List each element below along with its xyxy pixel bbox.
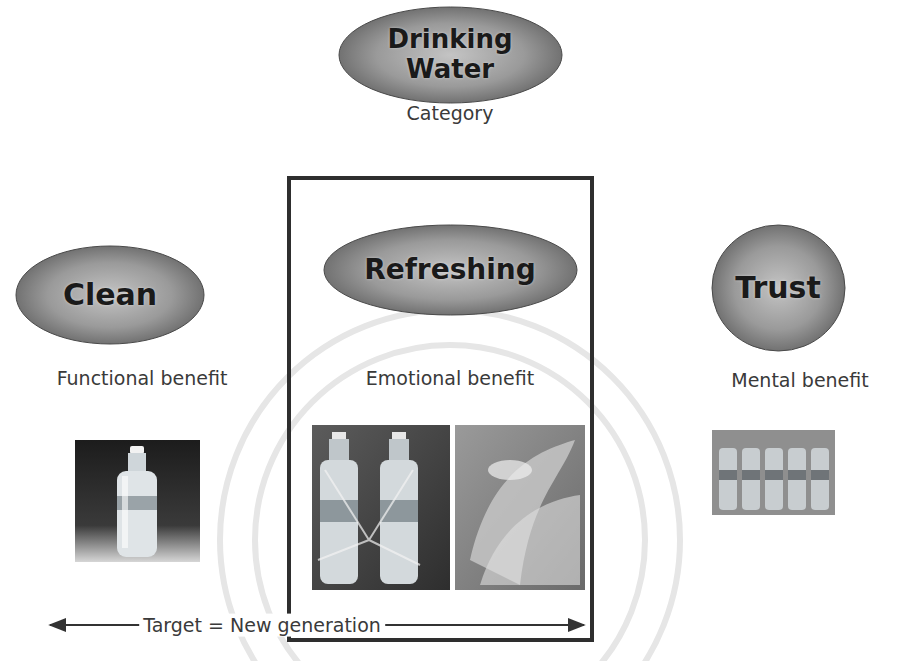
oval-label: Refreshing <box>364 254 536 286</box>
category-oval: Drinking Water <box>338 6 563 104</box>
oval-label: Clean <box>63 278 157 313</box>
bottle-photo <box>75 440 200 562</box>
oval-outline <box>339 7 562 103</box>
category-caption: Category <box>407 102 494 125</box>
benefit-label: Functional benefit <box>57 367 228 390</box>
highlight-frame <box>289 178 592 640</box>
benefit-label: Mental benefit <box>731 369 868 392</box>
category-oval: Trust <box>711 224 846 352</box>
splash-photo <box>455 425 585 590</box>
oval-outline <box>324 225 577 315</box>
target-label: Target = New generation <box>139 614 385 637</box>
benefit-label: Emotional benefit <box>366 367 534 390</box>
oval-outline <box>16 246 204 344</box>
bottle-row-photo <box>712 430 835 515</box>
oval-label: Drinking Water <box>375 25 525 85</box>
bottles-photo <box>312 425 450 590</box>
oval-label: Trust <box>735 271 821 306</box>
category-oval: Clean <box>15 245 205 345</box>
category-oval: Refreshing <box>323 224 578 316</box>
oval-outline <box>712 225 845 351</box>
